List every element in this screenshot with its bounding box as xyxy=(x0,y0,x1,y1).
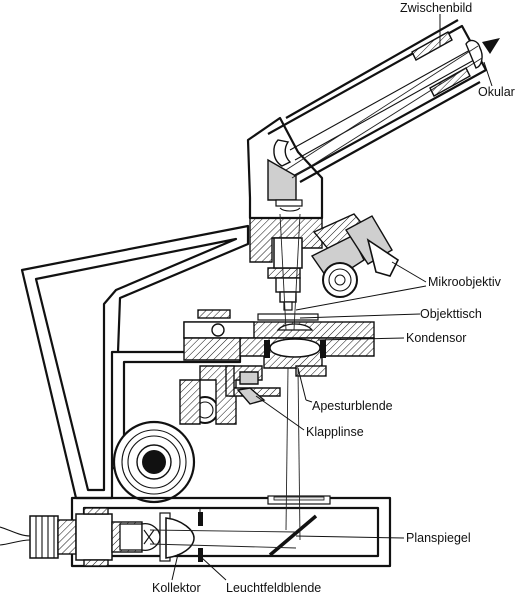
focus-knob xyxy=(112,396,219,504)
label-apesturblende: Apesturblende xyxy=(312,399,393,413)
label-kollektor: Kollektor xyxy=(152,581,201,595)
leader-lines xyxy=(171,14,493,581)
collector-lens xyxy=(159,512,195,562)
label-objekttisch: Objekttisch xyxy=(420,307,482,321)
plane-mirror xyxy=(268,514,318,557)
labels: Zwischenbild Okular Mikroobjektiv Objekt… xyxy=(152,1,515,595)
field-diaphragm xyxy=(198,507,203,562)
objective-side-back xyxy=(345,215,400,277)
condenser-lens xyxy=(264,323,326,358)
optical-rays xyxy=(149,45,483,549)
lamp-bulb xyxy=(119,523,161,551)
label-mikroobjektiv: Mikroobjektiv xyxy=(428,275,502,289)
label-klapplinse: Klapplinse xyxy=(306,425,364,439)
label-planspiegel: Planspiegel xyxy=(406,531,471,545)
label-zwischenbild: Zwischenbild xyxy=(400,1,472,15)
label-leuchtfeldblende: Leuchtfeldblende xyxy=(226,581,321,595)
objective-side-front xyxy=(310,235,365,298)
ocular xyxy=(411,31,500,97)
label-okular: Okular xyxy=(478,85,515,99)
tube-lens xyxy=(273,139,303,212)
binocular-tube xyxy=(246,19,488,220)
label-kondensor: Kondensor xyxy=(406,331,466,345)
stage xyxy=(183,309,375,339)
